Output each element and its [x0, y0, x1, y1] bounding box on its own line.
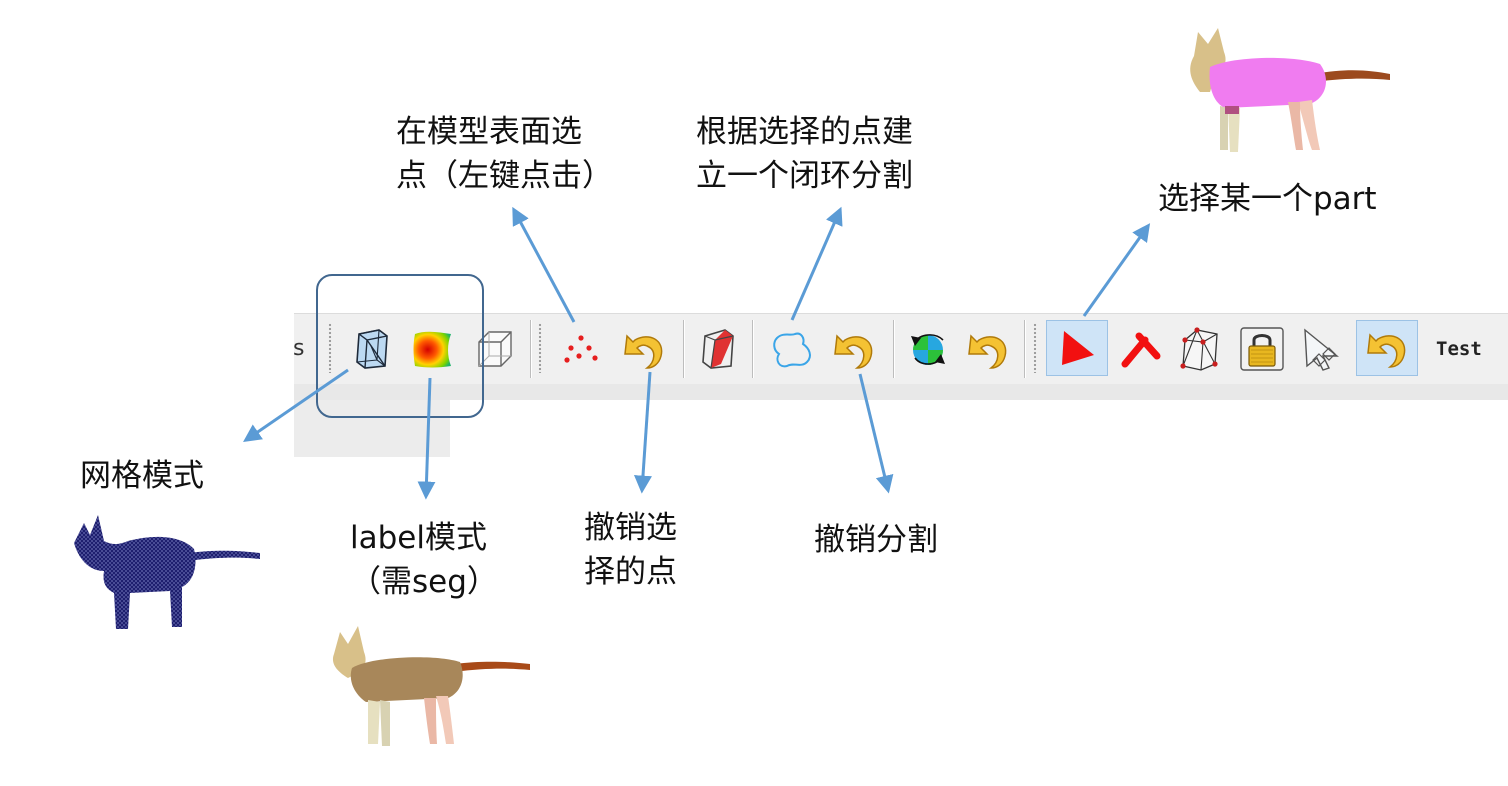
- label-mode-icon: [413, 331, 451, 368]
- red-line-icon: [1121, 332, 1161, 368]
- vertex-cube-button[interactable]: [1174, 322, 1226, 376]
- undo-icon: [624, 334, 663, 369]
- closed-loop-icon: [773, 332, 811, 368]
- select-points-icon: [564, 335, 598, 363]
- callout-label-mode: label模式 （需seg）: [350, 520, 498, 600]
- callout-select-points: 在模型表面选 点（左键点击）: [396, 114, 613, 194]
- mesh-mode-button[interactable]: [346, 322, 398, 376]
- toolbar-lower-strip: [294, 384, 1508, 400]
- callout-undo-segment: 撤销分割: [814, 522, 938, 558]
- callout-closed-loop: 根据选择的点建 立一个闭环分割: [696, 114, 913, 194]
- toolbar-separator: [752, 320, 753, 378]
- arrow-select-part: [1082, 223, 1151, 317]
- lock-button[interactable]: [1236, 322, 1288, 376]
- label-mode-button[interactable]: [406, 322, 458, 376]
- lock-icon: [1240, 327, 1284, 371]
- toolbar-grip[interactable]: [1033, 323, 1037, 373]
- segmented-cat-image: [332, 626, 530, 746]
- pointer-icon: [1304, 328, 1339, 371]
- segment-cube-icon: [702, 329, 734, 369]
- select-part-icon: [1062, 331, 1094, 365]
- pointer-button[interactable]: [1296, 322, 1348, 376]
- toolbar-separator: [1024, 320, 1025, 378]
- arrow-closed-loop: [790, 206, 843, 321]
- toolbar-separator: [683, 320, 684, 378]
- rotate-icon: [911, 334, 945, 365]
- undo-points-button[interactable]: [618, 322, 670, 376]
- closed-loop-button[interactable]: [766, 322, 818, 376]
- mesh-cat-image: [74, 515, 260, 629]
- toolbar-grip[interactable]: [328, 323, 332, 373]
- undo-rotate-button[interactable]: [962, 322, 1014, 376]
- mode-group-highlight: [316, 274, 484, 418]
- arrow-select-points: [512, 206, 576, 323]
- callout-undo-points: 撤销选 择的点: [584, 510, 677, 590]
- undo-part-button[interactable]: [1356, 320, 1418, 376]
- callout-select-part: 选择某一个part: [1158, 181, 1377, 217]
- rotate-button[interactable]: [902, 322, 954, 376]
- select-points-button[interactable]: [556, 322, 608, 376]
- toolbar-separator: [530, 320, 531, 378]
- pink-part-cat-image: [1190, 28, 1390, 152]
- undo-icon: [834, 334, 873, 369]
- mesh-mode-icon: [356, 329, 388, 369]
- red-line-button[interactable]: [1114, 322, 1166, 376]
- test-button[interactable]: Test: [1436, 338, 1482, 360]
- callout-mesh-mode: 网格模式: [80, 458, 204, 494]
- select-part-button[interactable]: [1046, 320, 1108, 376]
- toolbar-separator: [893, 320, 894, 378]
- segment-cube-button[interactable]: [692, 322, 744, 376]
- vertex-cube-icon: [1180, 327, 1218, 371]
- undo-segment-button[interactable]: [828, 322, 880, 376]
- undo-icon: [1367, 333, 1406, 368]
- undo-icon: [968, 334, 1007, 369]
- toolbar-grip[interactable]: [538, 323, 542, 373]
- clipped-toolbar-text: s: [293, 336, 305, 361]
